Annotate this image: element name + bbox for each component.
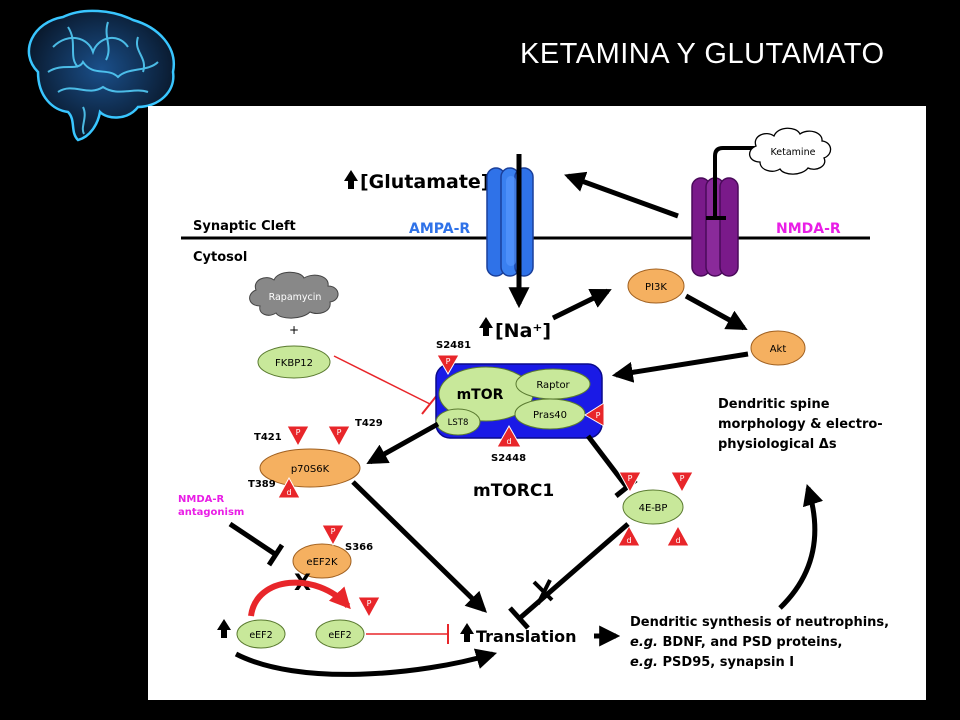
eef2-node-left — [236, 619, 286, 649]
synthesis-line-3: e.g. PSD95, synapsin I — [630, 655, 794, 670]
synaptic-cleft-label: Synaptic Cleft — [193, 219, 296, 234]
rapamycin-inhibition-line — [333, 355, 431, 405]
s2448-label: S2448 — [491, 453, 526, 464]
fkbp12-label: FKBP12 — [275, 358, 313, 369]
eef2-phosphorylation-arrow — [248, 579, 351, 617]
ketamine-cloud: Ketamine — [749, 127, 832, 175]
lst8-node — [435, 408, 481, 436]
na-to-pi3k-arrow — [551, 288, 612, 321]
mtorc1-label: mTORC1 — [473, 481, 554, 501]
s366-label: S366 — [345, 542, 373, 553]
phospho-marker: P — [357, 596, 381, 619]
dephospho-marker: d — [277, 476, 301, 499]
svg-text:d: d — [626, 536, 631, 545]
rapamycin-cloud: Rapamycin — [249, 271, 339, 319]
synthesis-to-spine-arrow — [778, 483, 824, 610]
cross-mark-icon — [532, 579, 554, 605]
t421-label: T421 — [254, 432, 282, 443]
antagonism-inhibition-bar — [266, 543, 285, 567]
nmda-to-glutamate-arrow — [564, 171, 679, 219]
eef2-left-label: eEF2 — [249, 630, 272, 641]
ketamine-block — [713, 146, 758, 218]
mtorc1-to-4ebp-inhibition — [586, 434, 628, 488]
synthesis-line-2: e.g. BDNF, and PSD proteins, — [630, 635, 843, 650]
raptor-label: Raptor — [536, 380, 570, 391]
akt-label: Akt — [770, 344, 787, 355]
eef2k-label: eEF2K — [306, 557, 338, 568]
up-arrow-icon — [344, 170, 358, 189]
eef2k-node — [292, 543, 352, 579]
s2481-label: S2481 — [436, 340, 471, 351]
mtor-label: mTOR — [457, 387, 504, 403]
t389-label: T389 — [248, 479, 276, 490]
4ebp-label: 4E-BP — [639, 503, 668, 514]
phospho-marker: P — [618, 471, 642, 494]
akt-node — [750, 330, 806, 366]
svg-text:P: P — [446, 357, 451, 366]
slide-title: KETAMINA Y GLUTAMATO — [520, 38, 885, 70]
t429-label: T429 — [355, 418, 383, 429]
svg-text:P: P — [596, 411, 601, 420]
akt-to-mtorc1-arrow — [611, 351, 749, 383]
eef2-right-label: eEF2 — [328, 630, 351, 641]
nmda-antagonism-label-1: NMDA-R — [178, 494, 225, 505]
svg-text:P: P — [680, 474, 685, 483]
dephospho-marker: d — [496, 424, 522, 448]
4ebp-inhibition-bar — [508, 606, 530, 630]
phospho-marker: P — [321, 524, 345, 547]
svg-text:P: P — [296, 428, 301, 437]
synthesis-line-1: Dendritic synthesis of neutrophins, — [630, 615, 889, 630]
dephospho-marker: d — [666, 524, 690, 547]
phospho-marker: P — [670, 471, 694, 494]
phospho-marker: P — [436, 354, 460, 375]
ampa-label: AMPA-R — [409, 221, 470, 237]
pras40-node — [514, 398, 586, 430]
phospho-marker: P — [584, 402, 605, 427]
plus-sign: + — [289, 323, 299, 337]
svg-text:Rapamycin: Rapamycin — [269, 292, 322, 303]
spine-line-2: morphology & electro- — [718, 417, 883, 432]
phospho-marker: P — [327, 425, 351, 448]
pi3k-node — [627, 268, 685, 304]
4ebp-node — [622, 489, 684, 525]
svg-text:P: P — [367, 599, 372, 608]
p70s6k-node — [259, 448, 361, 488]
up-arrow-icon — [217, 619, 231, 638]
up-arrow-icon — [460, 623, 474, 642]
spine-line-1: Dendritic spine — [718, 397, 830, 412]
mtorc1-to-p70s6k-arrow — [366, 421, 440, 465]
na-label: [Na⁺] — [495, 320, 551, 342]
ampa-receptor — [486, 167, 534, 277]
p70s6k-label: p70S6K — [291, 464, 330, 475]
translation-label: Translation — [476, 627, 577, 646]
svg-text:P: P — [628, 474, 633, 483]
eef2-to-translation-arrow — [234, 648, 498, 677]
nmda-antagonism-label-2: antagonism — [178, 507, 244, 518]
phospho-marker: P — [286, 425, 310, 448]
svg-text:P: P — [331, 527, 336, 536]
spine-line-3: physiological Δs — [718, 437, 837, 452]
dephospho-marker: d — [617, 524, 641, 547]
svg-text:d: d — [675, 536, 680, 545]
svg-text:Ketamine: Ketamine — [771, 147, 816, 158]
pras40-label: Pras40 — [533, 410, 567, 421]
nmda-label: NMDA-R — [776, 221, 841, 237]
eef2-node-right — [315, 619, 365, 649]
brain-icon — [27, 9, 176, 142]
mtor-pathway-diagram: Synaptic Cleft Cytosol [Glutamate] AMPA-… — [148, 106, 926, 700]
pi3k-label: PI3K — [645, 282, 667, 293]
antagonism-inhibition-line — [228, 521, 277, 557]
up-arrow-icon — [479, 317, 493, 336]
svg-text:d: d — [286, 488, 291, 497]
nmda-receptor — [691, 177, 739, 277]
lst8-label: LST8 — [448, 418, 469, 428]
pi3k-to-akt-arrow — [684, 293, 748, 331]
svg-text:d: d — [506, 437, 511, 446]
svg-text:P: P — [337, 428, 342, 437]
glutamate-label: [Glutamate] — [360, 171, 490, 193]
cytosol-label: Cytosol — [193, 250, 247, 265]
p70s6k-to-translation-arrow — [351, 480, 488, 613]
fkbp12-node — [257, 345, 331, 379]
